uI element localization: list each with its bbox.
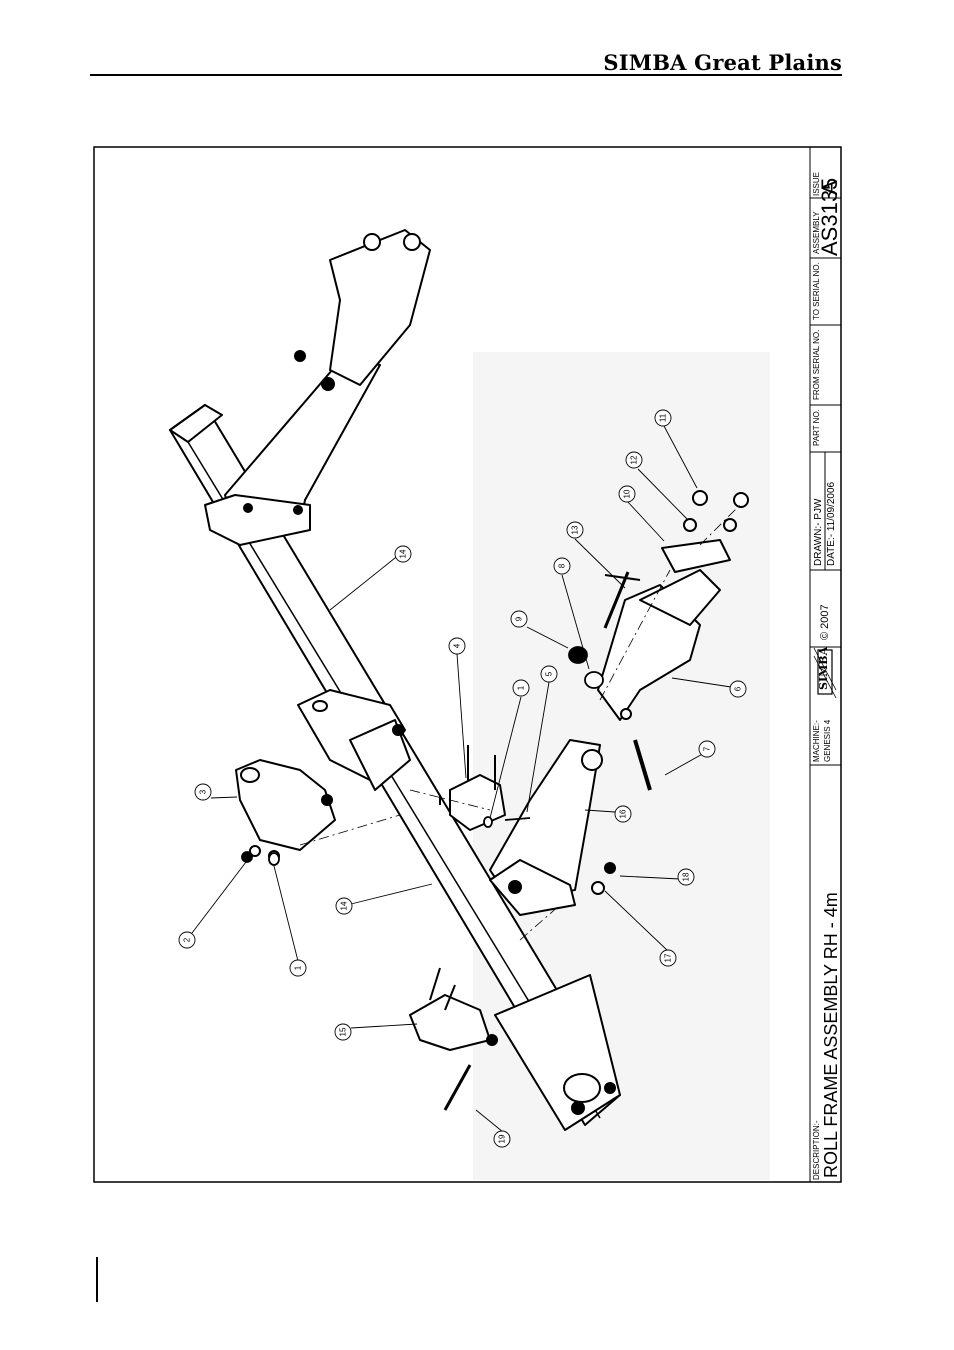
balloon-3: 3 <box>195 784 211 800</box>
balloon-6: 6 <box>730 681 746 697</box>
balloon-8: 8 <box>554 558 570 574</box>
balloon-1b: 1 <box>513 680 529 696</box>
svg-text:12: 12 <box>630 455 639 464</box>
balloon-9: 9 <box>511 611 527 627</box>
svg-text:9: 9 <box>515 616 524 621</box>
balloon-2: 2 <box>179 932 195 948</box>
svg-text:10: 10 <box>623 489 632 498</box>
svg-text:13: 13 <box>571 525 580 534</box>
balloon-12: 12 <box>626 452 642 468</box>
drawn-text: DRAWN:- PJW <box>814 499 824 566</box>
balloon-14b: 14 <box>336 898 352 914</box>
balloon-11: 11 <box>655 410 671 426</box>
balloon-13: 13 <box>567 522 583 538</box>
svg-text:18: 18 <box>682 872 691 881</box>
from-serial-label: FROM SERIAL NO. <box>813 330 821 400</box>
bracket-3 <box>236 760 335 861</box>
svg-text:7: 7 <box>703 746 712 751</box>
svg-text:5: 5 <box>545 671 554 676</box>
issue-letter: A <box>819 180 841 195</box>
description-label: DESCRIPTION:- <box>813 1120 821 1180</box>
view-background <box>473 352 770 1180</box>
simba-logo-text: SIMBA <box>818 647 829 690</box>
to-serial-label: TO SERIAL NO. <box>813 262 821 320</box>
balloon-5: 5 <box>541 666 557 682</box>
balloon-18: 18 <box>678 869 694 885</box>
pivot-arm-upper <box>205 230 430 545</box>
balloon-14a: 14 <box>395 546 411 562</box>
balloon-19: 19 <box>494 1131 510 1147</box>
balloon-15: 15 <box>335 1024 351 1040</box>
part-no-label: PART NO. <box>813 409 821 446</box>
svg-text:19: 19 <box>498 1134 507 1143</box>
svg-text:17: 17 <box>664 953 673 962</box>
balloon-16: 16 <box>615 806 631 822</box>
svg-text:6: 6 <box>734 686 743 691</box>
date-text: DATE:- 11/09/2006 <box>827 482 837 566</box>
svg-text:14: 14 <box>340 901 349 910</box>
svg-text:14: 14 <box>399 549 408 558</box>
center-clamp <box>298 690 410 790</box>
balloon-1a: 1 <box>290 960 306 976</box>
svg-text:4: 4 <box>453 643 462 648</box>
machine-text: GENESIS 4 <box>824 720 832 762</box>
svg-text:11: 11 <box>659 413 668 422</box>
svg-text:2: 2 <box>183 937 192 942</box>
svg-text:1: 1 <box>517 685 526 690</box>
description-text: ROLL FRAME ASSEMBLY RH - 4m <box>822 892 840 1178</box>
balloon-4: 4 <box>449 638 465 654</box>
balloon-7: 7 <box>699 741 715 757</box>
svg-text:1: 1 <box>294 965 303 970</box>
machine-label: MACHINE:- <box>813 720 821 762</box>
svg-text:3: 3 <box>199 789 208 794</box>
balloon-10: 10 <box>619 486 635 502</box>
svg-text:15: 15 <box>339 1027 348 1036</box>
svg-text:16: 16 <box>619 809 628 818</box>
copyright-text: © 2007 <box>820 604 831 640</box>
svg-text:8: 8 <box>558 563 567 568</box>
balloon-17: 17 <box>660 950 676 966</box>
